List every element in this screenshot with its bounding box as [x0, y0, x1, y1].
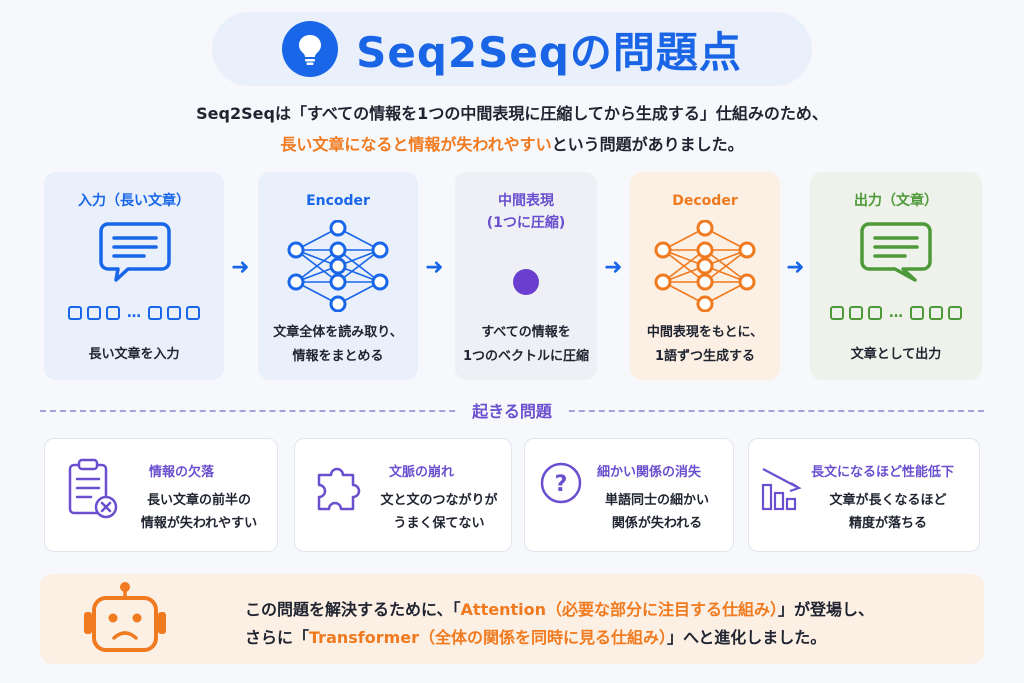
problem-desc-1: 文章が長くなるほど — [829, 493, 947, 508]
stage-intermediate-desc-2: 1つのベクトルに圧縮 — [462, 349, 590, 364]
stage-intermediate: 中間表現 (1つに圧縮) すべての情報を 1つのベクトルに圧縮 — [455, 172, 597, 380]
stage-decoder-desc-1: 中間表現をもとに、 — [646, 325, 764, 340]
problem-desc-2: うまく保てない — [393, 516, 485, 531]
problem-desc-2: 関係が失われる — [611, 516, 703, 531]
arrow-icon: ➜ — [231, 255, 250, 280]
problem-card-relation-loss: ? 細かい関係の消失 単語同士の細かい 関係が失われる — [524, 438, 734, 552]
token-box — [830, 306, 844, 320]
arrow-icon: ➜ — [604, 255, 623, 280]
problem-card-performance-drop: 長文になるほど性能低下 文章が長くなるほど 精度が落ちる — [748, 438, 980, 552]
conclusion-line-2: さらに「Transformer（全体の関係を同時に見る仕組み）」へと進化しました… — [245, 624, 826, 648]
problem-card-info-loss: 情報の欠落 長い文章の前半の 情報が失われやすい — [44, 438, 278, 552]
arrow-icon: ➜ — [425, 255, 444, 280]
token-box — [948, 306, 962, 320]
conclusion-text: この問題を解決するために、「 — [245, 600, 461, 619]
stage-output: 出力（文章） … 文章として出力 — [810, 172, 982, 380]
stage-intermediate-title-1: 中間表現 — [498, 193, 554, 209]
chat-bubble-icon — [860, 222, 932, 282]
problems-heading: 起きる問題 — [458, 398, 566, 422]
token-box — [929, 306, 943, 320]
intro-highlight: 長い文章になると情報が失われやすい — [280, 135, 552, 154]
neural-network-icon — [654, 220, 756, 312]
lightbulb-icon — [282, 21, 339, 77]
vector-dot-icon — [513, 269, 539, 295]
problem-title: 文脈の崩れ — [389, 465, 455, 480]
token-box — [868, 306, 882, 320]
neural-network-icon — [287, 220, 389, 312]
problem-title: 細かい関係の消失 — [597, 465, 702, 480]
ellipsis: … — [127, 305, 141, 321]
stage-encoder-desc-1: 文章全体を読み取り、 — [273, 325, 403, 340]
stage-encoder-title: Encoder — [306, 193, 370, 209]
stage-decoder-title: Decoder — [672, 193, 738, 209]
stage-intermediate-desc-1: すべての情報を — [481, 325, 571, 340]
stage-output-title: 出力（文章） — [854, 193, 938, 209]
token-boxes-output: … — [810, 305, 982, 321]
attention-highlight: Attention（必要な部分に注目する仕組み） — [460, 600, 778, 619]
conclusion-text: さらに「 — [245, 628, 310, 647]
ellipsis: … — [889, 305, 903, 321]
clipboard-x-icon — [68, 458, 118, 519]
token-box — [186, 306, 200, 320]
stage-input-desc: 長い文章を入力 — [88, 347, 180, 362]
puzzle-icon — [317, 467, 361, 511]
problem-desc-2: 情報が失われやすい — [140, 516, 258, 531]
conclusion-banner: この問題を解決するために、「Attention（必要な部分に注目する仕組み）」が… — [40, 574, 984, 664]
transformer-highlight: Transformer（全体の関係を同時に見る仕組み） — [309, 628, 668, 647]
stage-decoder-desc-2: 1語ずつ生成する — [654, 349, 756, 364]
intro-line-1: Seq2Seqは「すべての情報を1つの中間表現に圧縮してから生成する」仕組みのた… — [196, 104, 828, 123]
stage-output-desc: 文章として出力 — [850, 347, 942, 362]
question-icon: ? — [540, 462, 582, 504]
stage-input-title: 入力（長い文章） — [78, 193, 190, 209]
problem-desc-2: 精度が落ちる — [848, 516, 927, 531]
problem-title: 情報の欠落 — [149, 465, 215, 480]
problem-desc-1: 文と文のつながりが — [380, 493, 498, 508]
token-box — [849, 306, 863, 320]
token-box — [106, 306, 120, 320]
problem-card-context-break: 文脈の崩れ 文と文のつながりが うまく保てない — [294, 438, 512, 552]
svg-text:?: ? — [555, 472, 568, 497]
conclusion-line-1: この問題を解決するために、「Attention（必要な部分に注目する仕組み）」が… — [245, 596, 874, 620]
token-box — [87, 306, 101, 320]
stage-input: 入力（長い文章） … 長い文章を入力 — [44, 172, 224, 380]
page-title: Seq2Seqの問題点 — [356, 27, 742, 77]
stage-encoder-desc-2: 情報をまとめる — [292, 349, 384, 364]
stage-decoder: Decoder 中間表現をもとに、 1語ずつ生成する — [630, 172, 780, 380]
declining-chart-icon — [761, 468, 802, 511]
sad-robot-icon — [84, 582, 166, 652]
stage-intermediate-title-2: (1つに圧縮) — [486, 215, 566, 231]
token-box — [167, 306, 181, 320]
stage-encoder: Encoder 文章全体を読み取り、 情報をまとめる — [258, 172, 418, 380]
arrow-icon: ➜ — [786, 255, 805, 280]
problem-title: 長文になるほど性能低下 — [811, 465, 955, 480]
problems-divider: 起きる問題 — [40, 398, 984, 422]
conclusion-text: 」へと進化しました。 — [667, 628, 827, 647]
token-box — [68, 306, 82, 320]
conclusion-text: 」が登場し、 — [777, 600, 874, 619]
title-banner: Seq2Seqの問題点 — [212, 12, 812, 86]
intro-line-2: 長い文章になると情報が失われやすいという問題がありました。 — [0, 131, 1024, 155]
problem-desc-1: 単語同士の細かい — [604, 493, 709, 508]
problem-desc-1: 長い文章の前半の — [146, 493, 251, 508]
token-boxes-input: … — [44, 305, 224, 321]
token-box — [910, 306, 924, 320]
token-box — [148, 306, 162, 320]
chat-bubble-icon — [99, 222, 171, 282]
intro-rest: という問題がありました。 — [551, 135, 744, 154]
